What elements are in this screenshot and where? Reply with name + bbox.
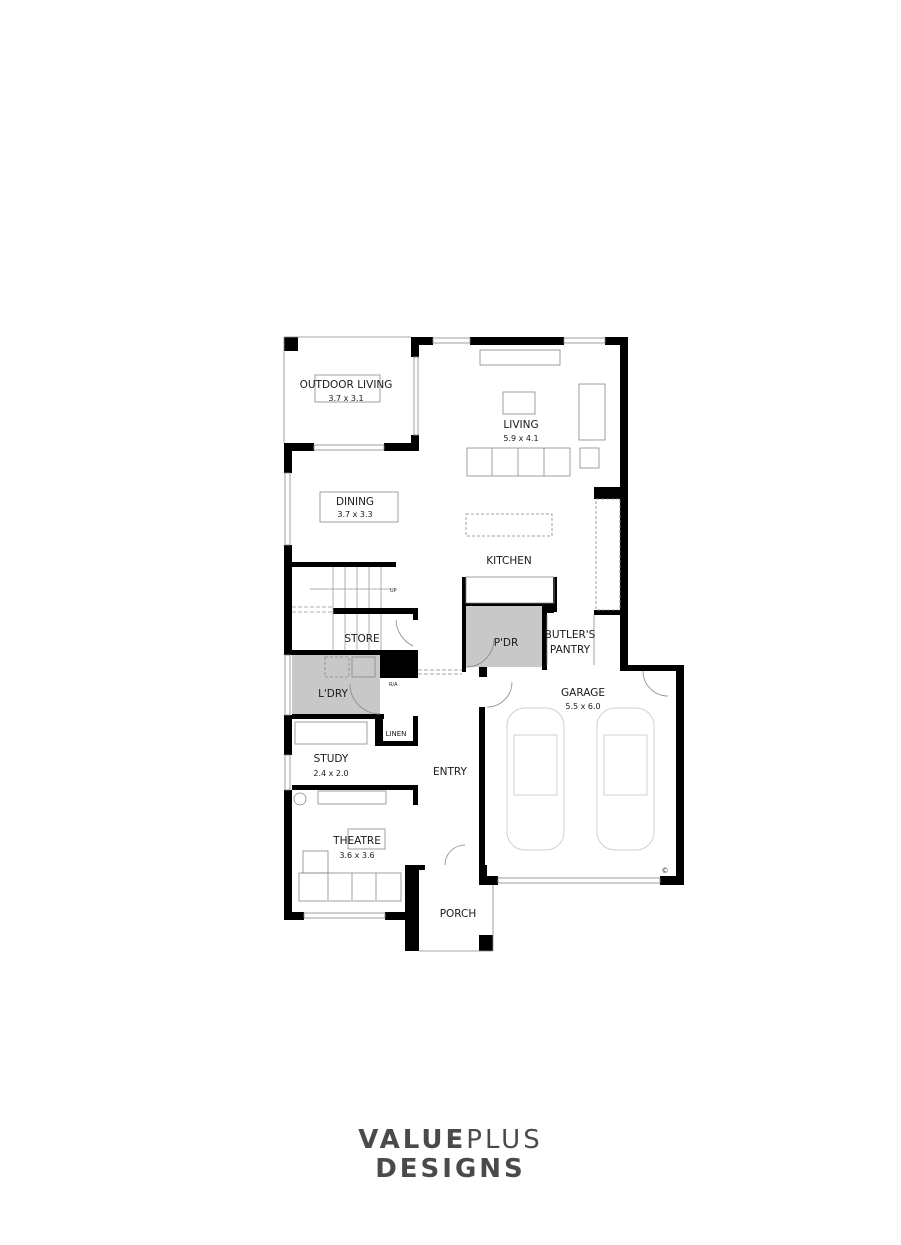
thin-lines bbox=[283, 336, 669, 952]
ra-label: R/A bbox=[389, 682, 398, 688]
room-pdr: P'DR bbox=[494, 637, 519, 649]
wet-areas bbox=[292, 606, 542, 714]
room-outdoor-living: OUTDOOR LIVING bbox=[300, 379, 393, 391]
room-porch: PORCH bbox=[440, 908, 477, 920]
car-icons bbox=[506, 707, 655, 851]
svg-text:3.6 x 3.6: 3.6 x 3.6 bbox=[339, 851, 374, 860]
room-store: STORE bbox=[344, 633, 379, 645]
room-ldry: L'DRY bbox=[318, 688, 348, 700]
svg-text:2.4 x 2.0: 2.4 x 2.0 bbox=[313, 769, 348, 778]
room-study: STUDY bbox=[314, 753, 349, 765]
logo-designs: DESIGNS bbox=[375, 1154, 526, 1184]
room-garage: GARAGE bbox=[561, 687, 605, 699]
room-theatre: THEATRE bbox=[332, 835, 381, 847]
room-butlers-pantry: BUTLER'S bbox=[545, 629, 596, 641]
svg-text:3.7 x 3.3: 3.7 x 3.3 bbox=[337, 510, 372, 519]
room-linen: LINEN bbox=[386, 730, 407, 738]
logo-plus: PLUS bbox=[466, 1125, 543, 1155]
room-kitchen: KITCHEN bbox=[486, 555, 532, 567]
logo-value: VALUE bbox=[358, 1125, 467, 1155]
svg-text:3.7 x 3.1: 3.7 x 3.1 bbox=[328, 394, 363, 403]
room-living: LIVING bbox=[503, 419, 538, 431]
room-labels: OUTDOOR LIVING 3.7 x 3.1 LIVING 5.9 x 4.… bbox=[300, 379, 669, 920]
svg-text:5.5 x 6.0: 5.5 x 6.0 bbox=[565, 702, 600, 711]
svg-text:PANTRY: PANTRY bbox=[550, 644, 591, 656]
room-dining: DINING bbox=[336, 496, 374, 508]
brand-logo: VALUEPLUS bbox=[0, 1125, 901, 1155]
copyright-icon: © bbox=[662, 867, 669, 875]
stair-up-label: UP bbox=[390, 588, 397, 594]
svg-text:5.9 x 4.1: 5.9 x 4.1 bbox=[503, 434, 538, 443]
room-entry: ENTRY bbox=[433, 766, 468, 778]
